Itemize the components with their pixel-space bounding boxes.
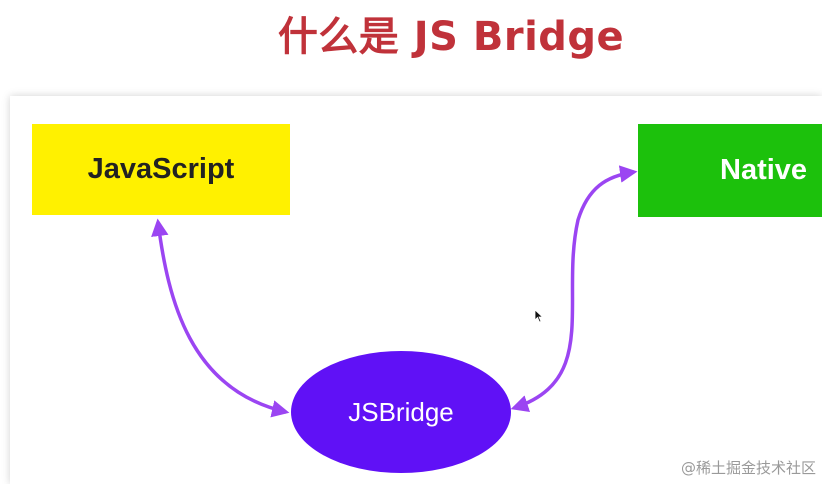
javascript-node-label: JavaScript — [87, 153, 235, 185]
diagram-canvas: JavaScript Native JSBridge — [10, 96, 822, 484]
slide-title: 什么是 JS Bridge — [277, 14, 625, 60]
native-node: Native — [638, 124, 822, 217]
watermark: @稀土掘金技术社区 — [680, 459, 816, 477]
mouse-cursor-icon — [534, 309, 544, 323]
native-node-label: Native — [720, 154, 808, 186]
javascript-node: JavaScript — [32, 124, 290, 215]
jsbridge-node: JSBridge — [291, 351, 511, 473]
jsbridge-node-label: JSBridge — [348, 396, 454, 427]
